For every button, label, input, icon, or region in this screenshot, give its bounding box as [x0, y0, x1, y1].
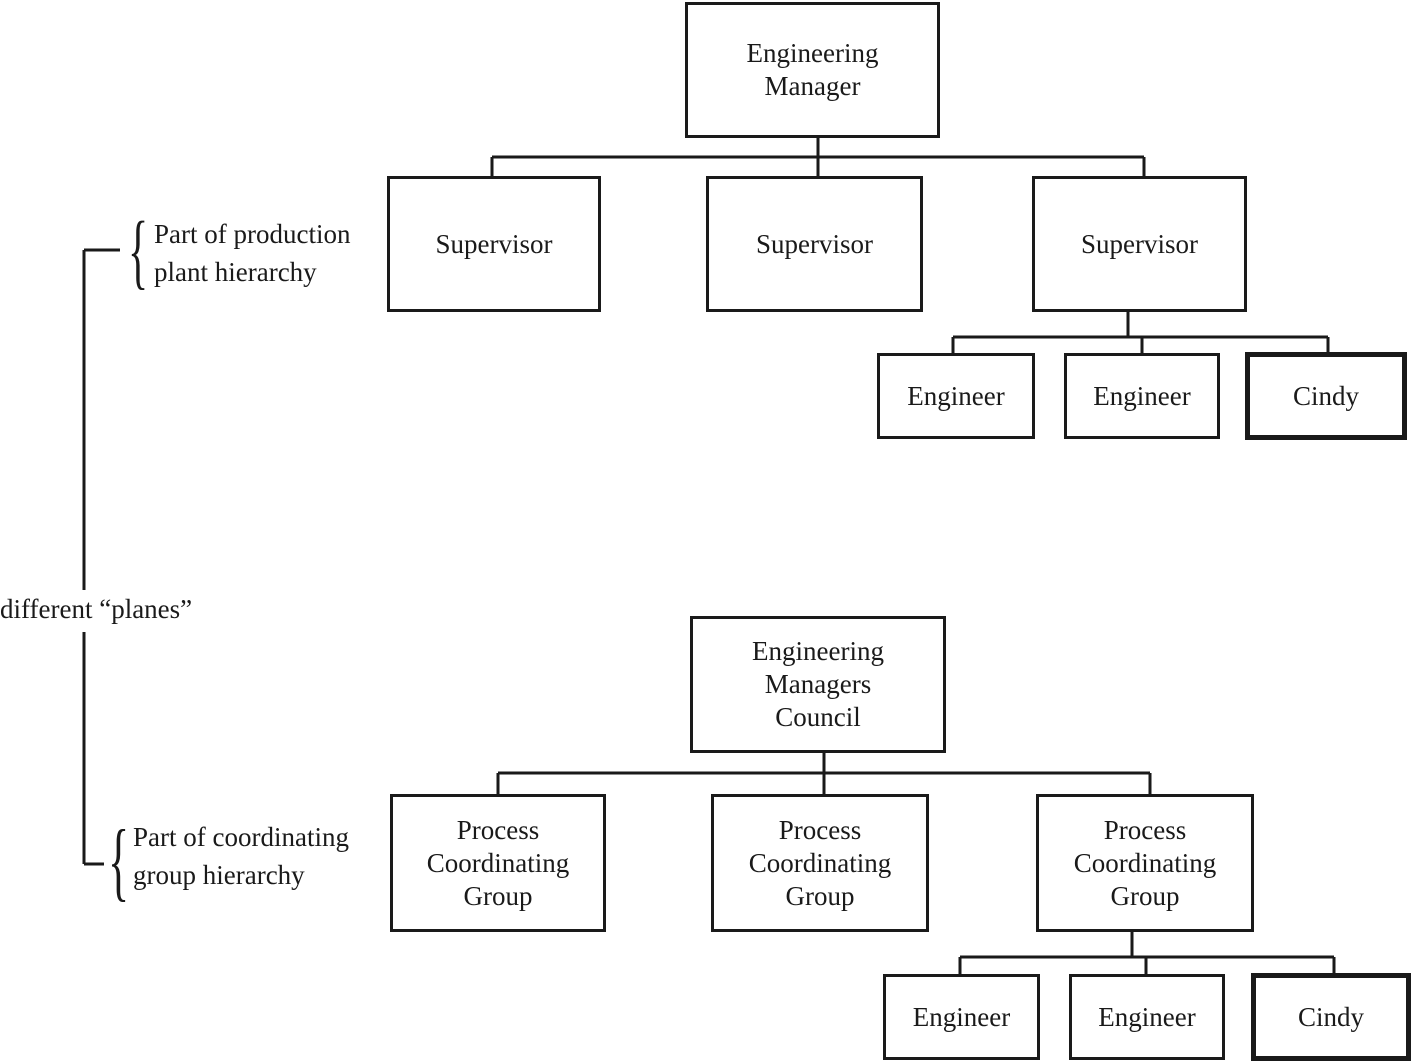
engineer-box-3: Engineer: [883, 974, 1040, 1060]
engineer-box-1: Engineer: [877, 353, 1035, 439]
engineer-box-2: Engineer: [1064, 353, 1220, 439]
coordinating-plane-label: Part of coordinating group hierarchy: [133, 822, 349, 890]
production-brace: {: [128, 205, 149, 298]
supervisor-box-3: Supervisor: [1032, 176, 1247, 312]
engineer-box-4: Engineer: [1069, 974, 1225, 1060]
engineering-manager-box: Engineering Manager: [685, 2, 940, 138]
process-coordinating-group-box-3: Process Coordinating Group: [1036, 794, 1254, 932]
supervisor-box-2: Supervisor: [706, 176, 923, 312]
process-coordinating-group-box-1: Process Coordinating Group: [390, 794, 606, 932]
engineering-managers-council-box: Engineering Managers Council: [690, 616, 946, 753]
coordinating-brace: {: [108, 813, 130, 910]
cindy-box-top: Cindy: [1245, 352, 1407, 440]
production-plane-label: Part of production plant hierarchy: [154, 219, 351, 287]
cindy-box-bottom: Cindy: [1251, 973, 1411, 1061]
different-planes-label: different “planes”: [0, 594, 193, 624]
supervisor-box-1: Supervisor: [387, 176, 601, 312]
process-coordinating-group-box-2: Process Coordinating Group: [711, 794, 929, 932]
